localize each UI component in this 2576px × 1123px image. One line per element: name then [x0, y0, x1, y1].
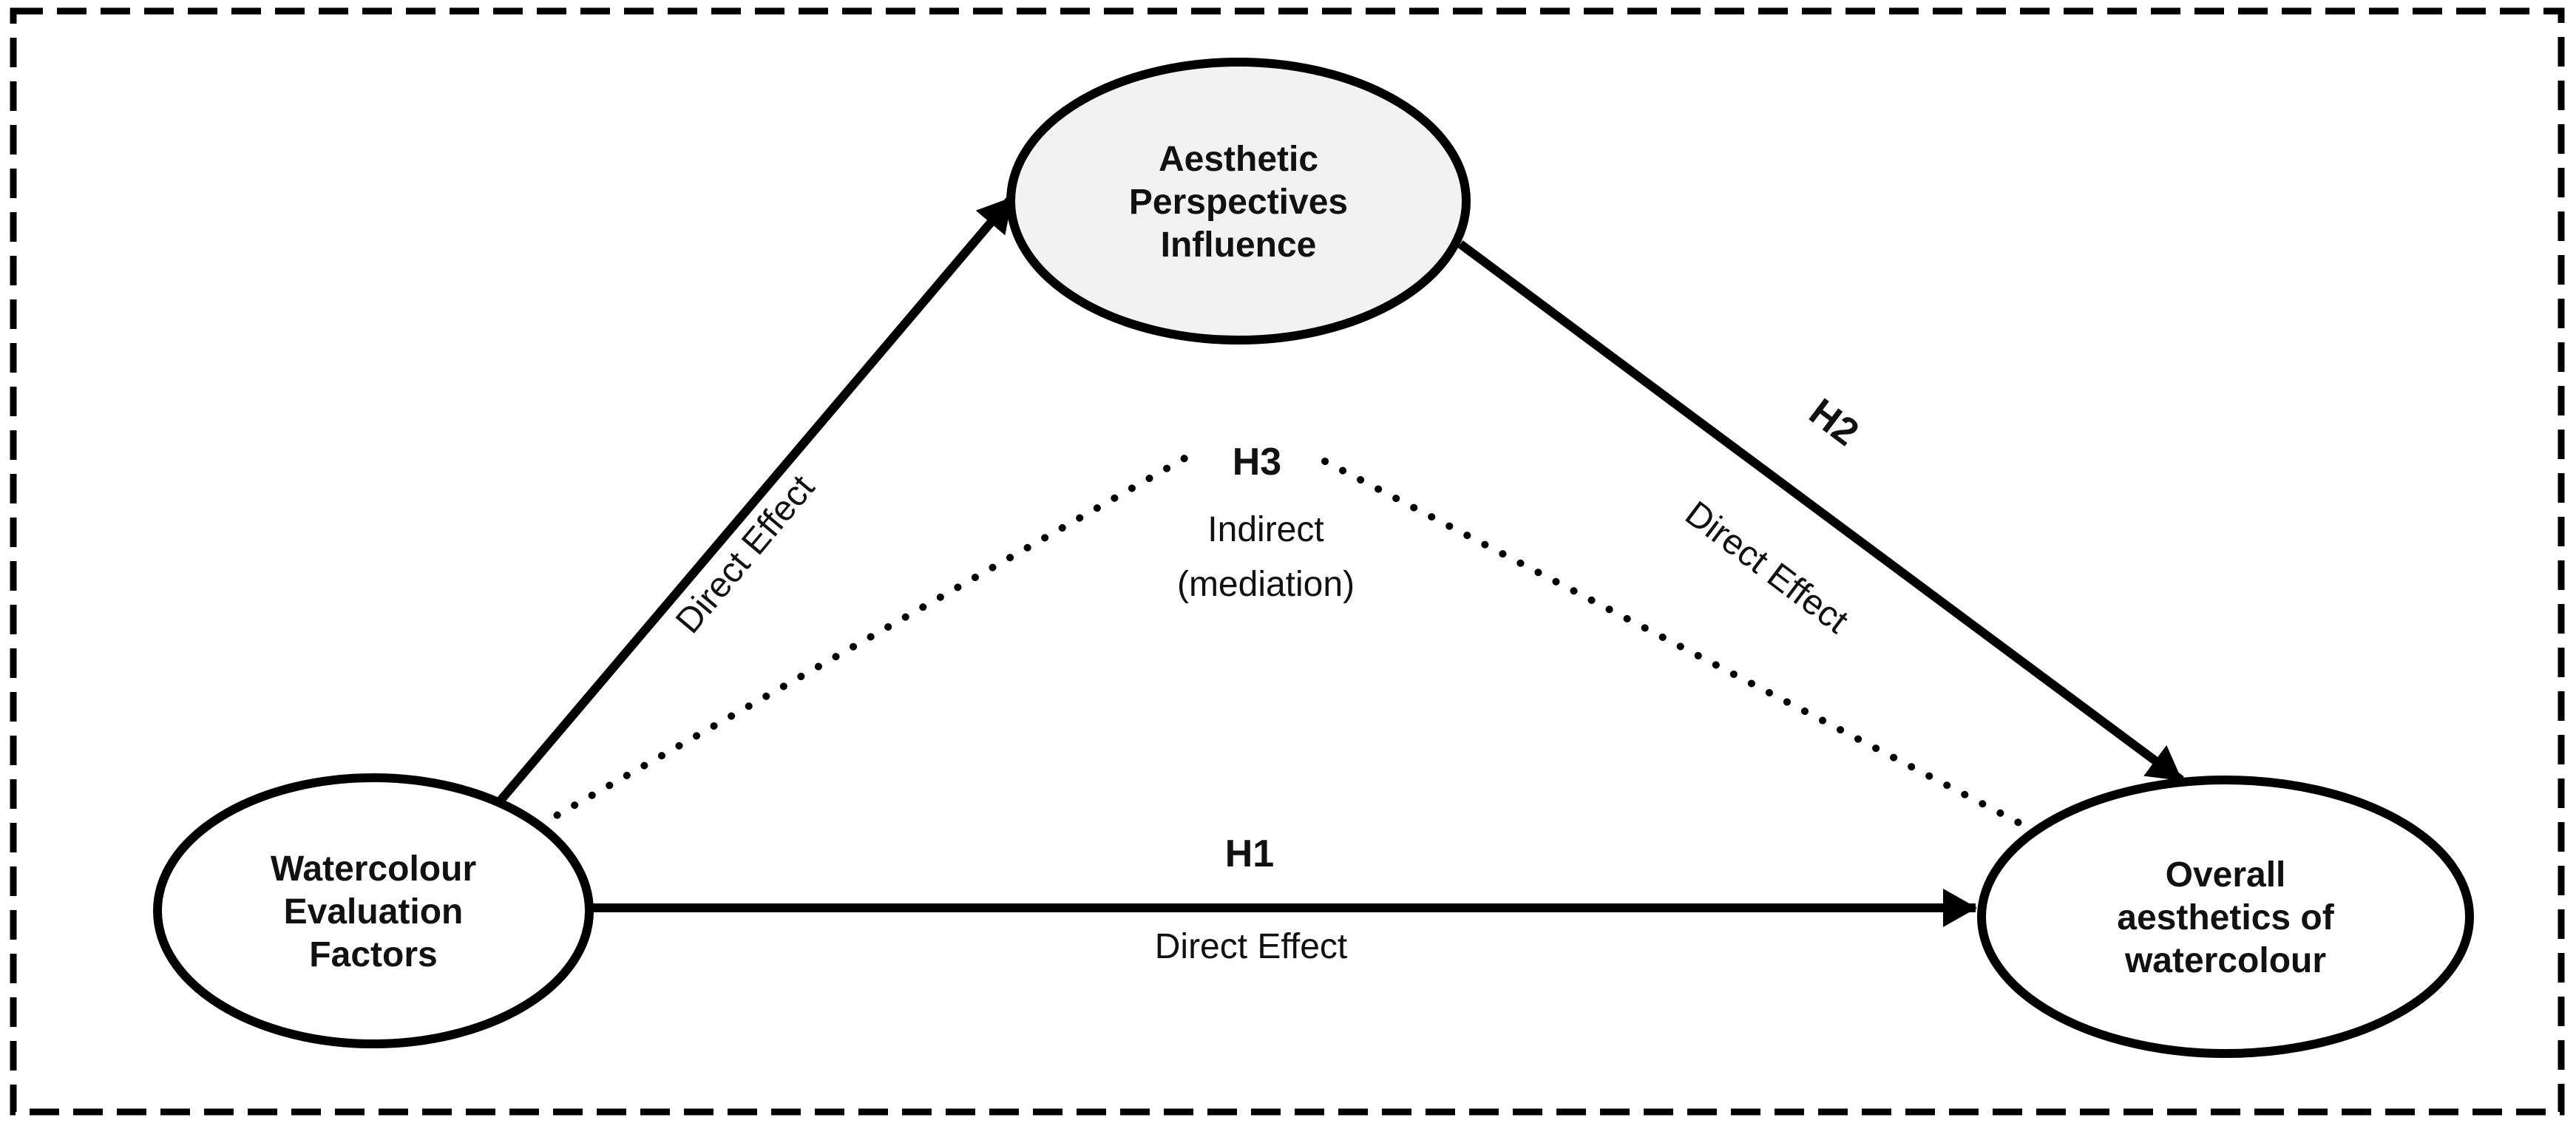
mediator-label-line2: Perspectives — [1129, 183, 1348, 222]
predictor-label-line1: Watercolour — [271, 849, 476, 889]
mediator-label-line3: Influence — [1161, 225, 1317, 265]
node-mediator: Aesthetic Perspectives Influence — [1006, 58, 1471, 345]
node-predictor: Watercolour Evaluation Factors — [153, 773, 594, 1048]
h2-label: H2 — [1801, 390, 1866, 454]
outcome-label-line1: Overall — [2166, 855, 2286, 895]
outcome-ellipse — [1977, 776, 2474, 1058]
dashed-border — [10, 7, 2565, 1116]
mediator-ellipse — [1006, 58, 1471, 345]
dotted-mediation-left-segment — [536, 455, 1188, 829]
edge-predictor-to-mediator — [495, 195, 1015, 805]
predictor-label-line3: Factors — [309, 935, 437, 974]
mediator-label-line1: Aesthetic — [1159, 140, 1318, 179]
dotted-mediation-right-segment — [1321, 458, 2036, 833]
predictor-to-mediator-effect-label: Direct Effect — [668, 468, 822, 641]
predictor-to-outcome-effect-label: Direct Effect — [1155, 927, 1348, 966]
outcome-label-line3: watercolour — [2124, 941, 2326, 980]
node-outcome: Overall aesthetics of watercolour — [1977, 776, 2474, 1058]
h1-label: H1 — [1225, 832, 1274, 875]
mediation-label-line1: Indirect — [1207, 510, 1323, 549]
h3-label: H3 — [1233, 441, 1281, 484]
predictor-label-line2: Evaluation — [284, 892, 464, 932]
mediation-label-line2: (mediation) — [1177, 565, 1355, 604]
predictor-ellipse — [153, 773, 594, 1048]
outcome-label-line2: aesthetics of — [2117, 898, 2334, 937]
edge-mediator-to-outcome — [1457, 240, 2184, 784]
